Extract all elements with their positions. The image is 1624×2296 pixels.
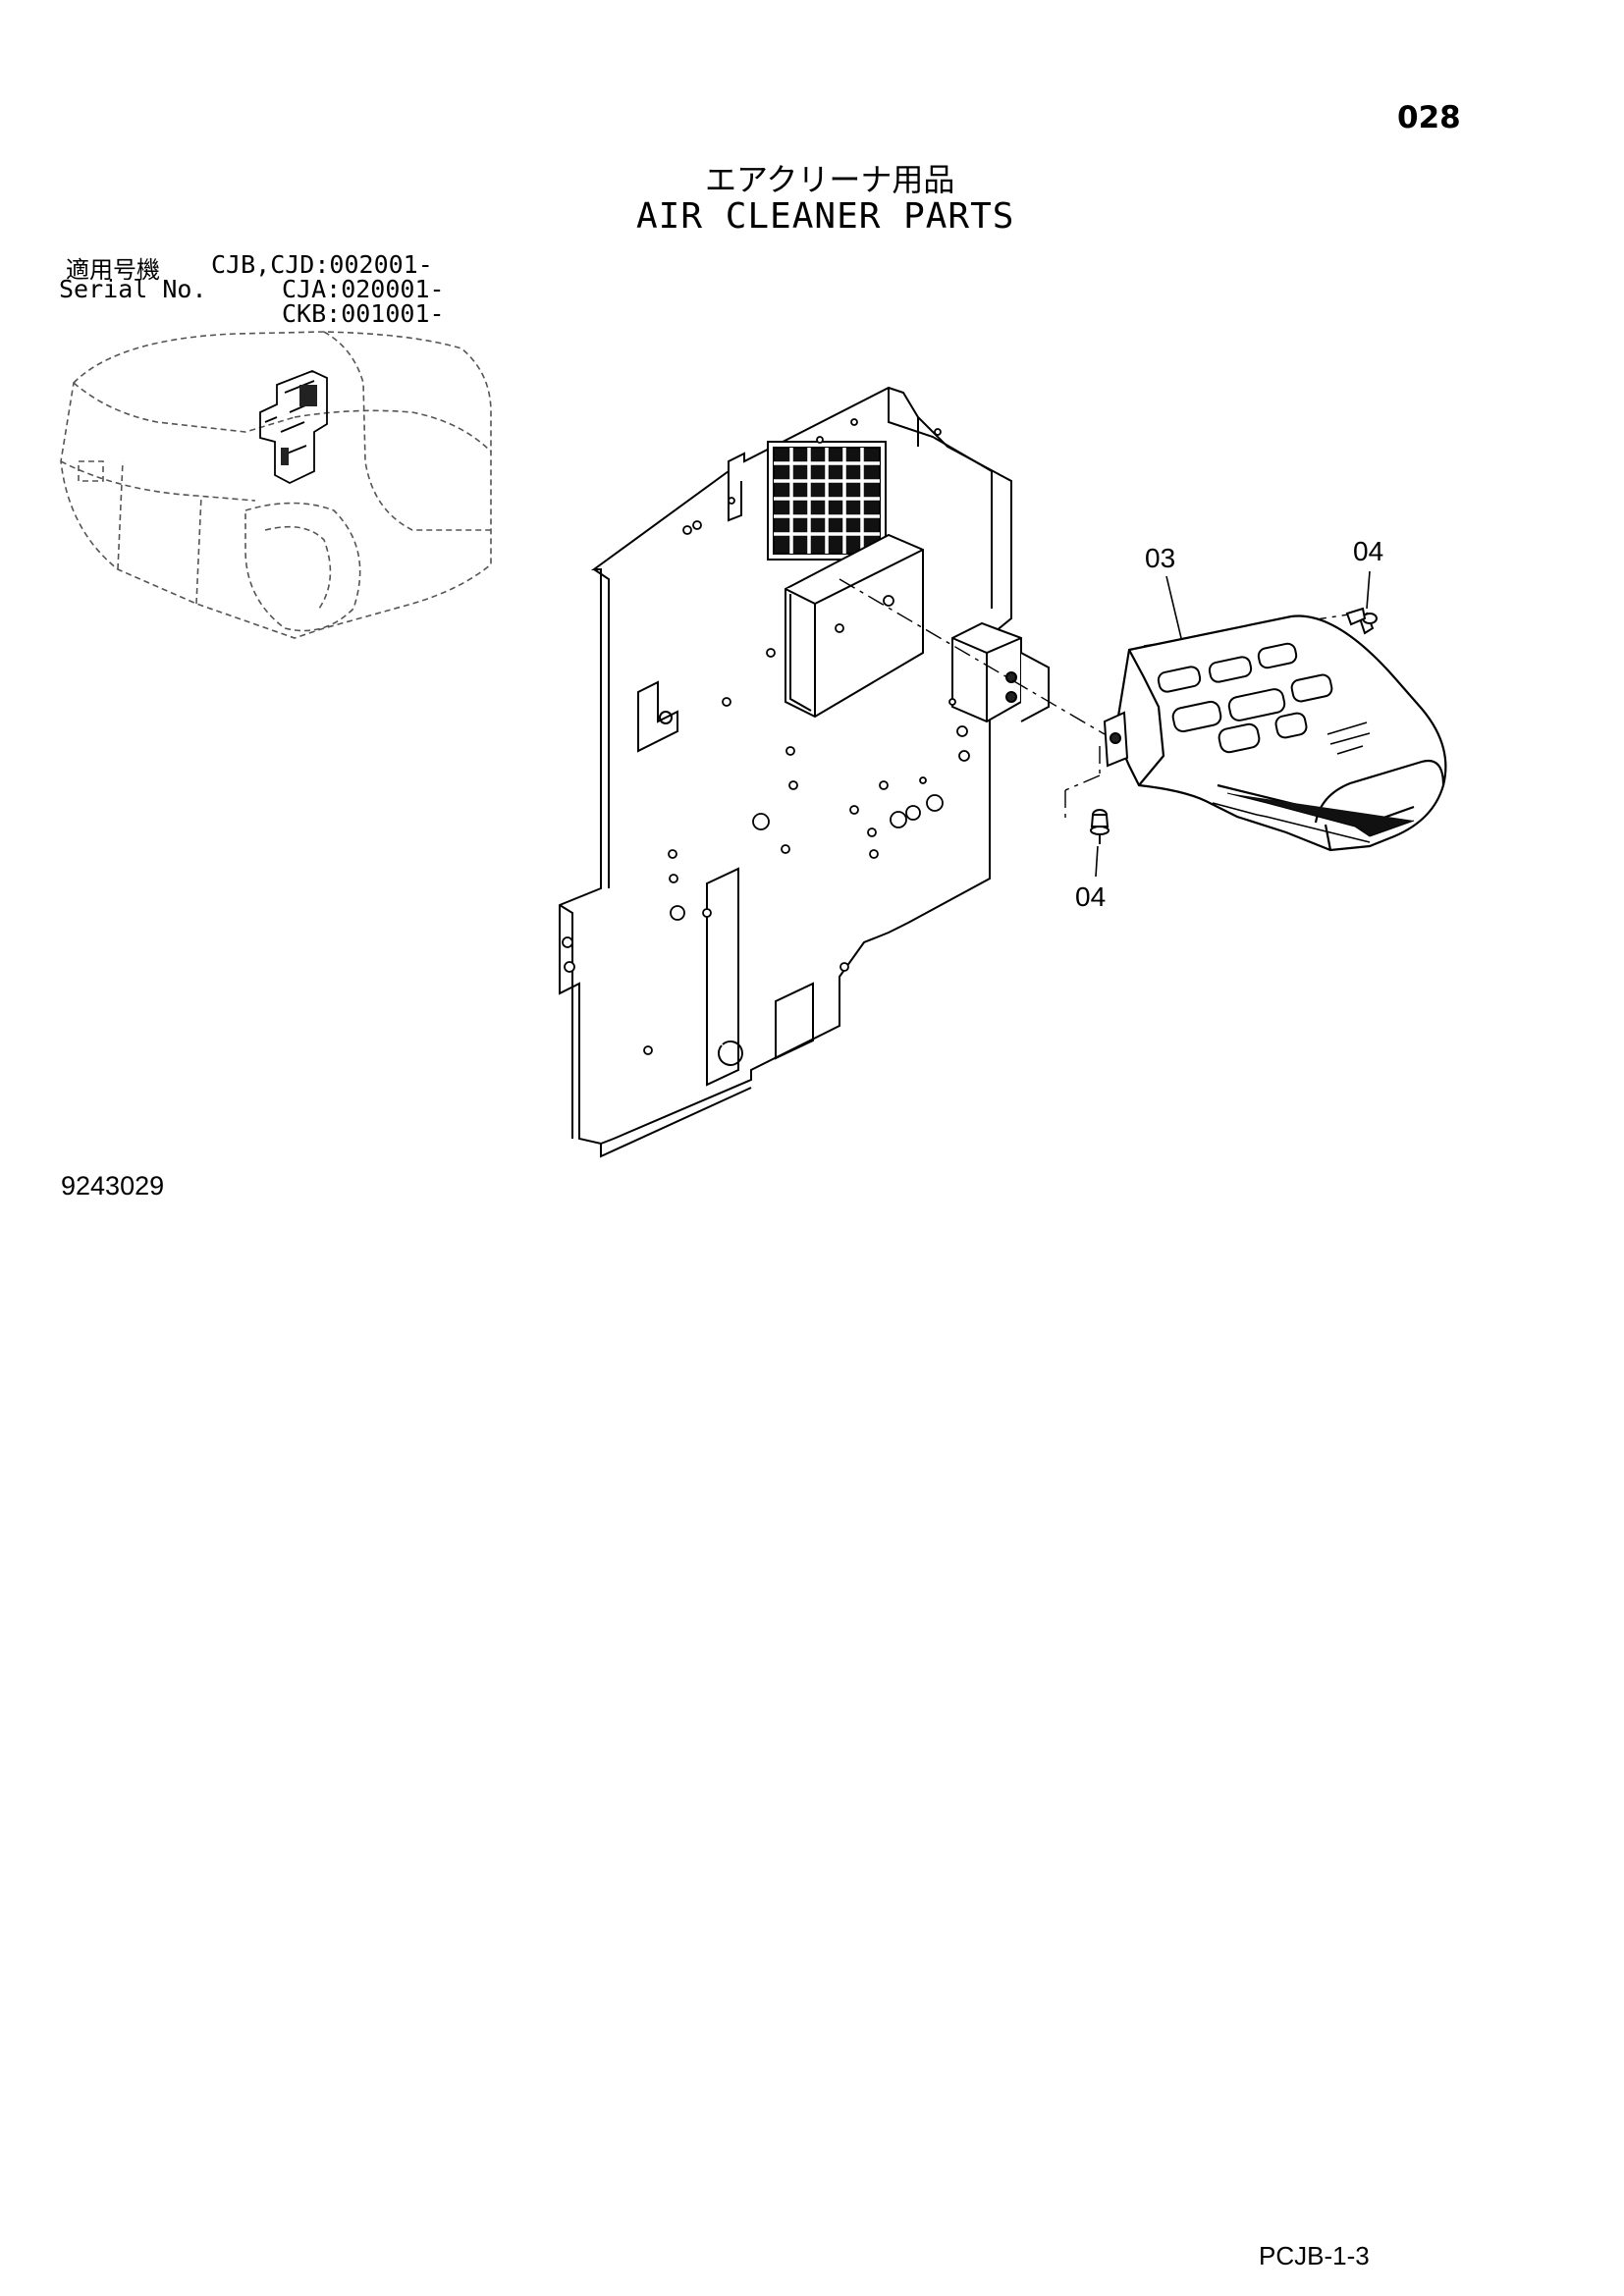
callout-03: 03 bbox=[1145, 543, 1176, 573]
mounting-bracket bbox=[951, 621, 1050, 723]
bolt-lower bbox=[1090, 809, 1110, 844]
inset-highlight-panel bbox=[259, 370, 328, 485]
callout-04-lower: 04 bbox=[1075, 881, 1107, 912]
machine-location-inset bbox=[60, 331, 492, 639]
callout-04-upper: 04 bbox=[1353, 536, 1384, 566]
serial-range-3: CKB:001001- bbox=[282, 299, 445, 328]
serial-range-1: CJB,CJD:002001- bbox=[211, 250, 433, 279]
louver-grid bbox=[767, 441, 887, 561]
drawing-number: 9243029 bbox=[61, 1171, 165, 1201]
serial-label-english: Serial No. bbox=[59, 275, 207, 303]
mounting-panel bbox=[559, 386, 1012, 1158]
title-english: AIR CLEANER PARTS bbox=[636, 196, 1015, 237]
air-cleaner-cover bbox=[1113, 614, 1447, 852]
serial-range-2: CJA:020001- bbox=[282, 275, 445, 303]
callout-leaders bbox=[1095, 570, 1371, 878]
filter-box bbox=[785, 533, 924, 719]
panel-holes bbox=[562, 418, 970, 1055]
cover-bracket bbox=[1103, 711, 1129, 768]
title-japanese: エアクリーナ用品 bbox=[705, 161, 955, 198]
serial-label-japanese: 適用号機 bbox=[66, 256, 160, 284]
footer-code: PCJB-1-3 bbox=[1259, 2241, 1370, 2270]
bolt-upper bbox=[1345, 607, 1378, 635]
page-number: 028 bbox=[1397, 100, 1461, 135]
